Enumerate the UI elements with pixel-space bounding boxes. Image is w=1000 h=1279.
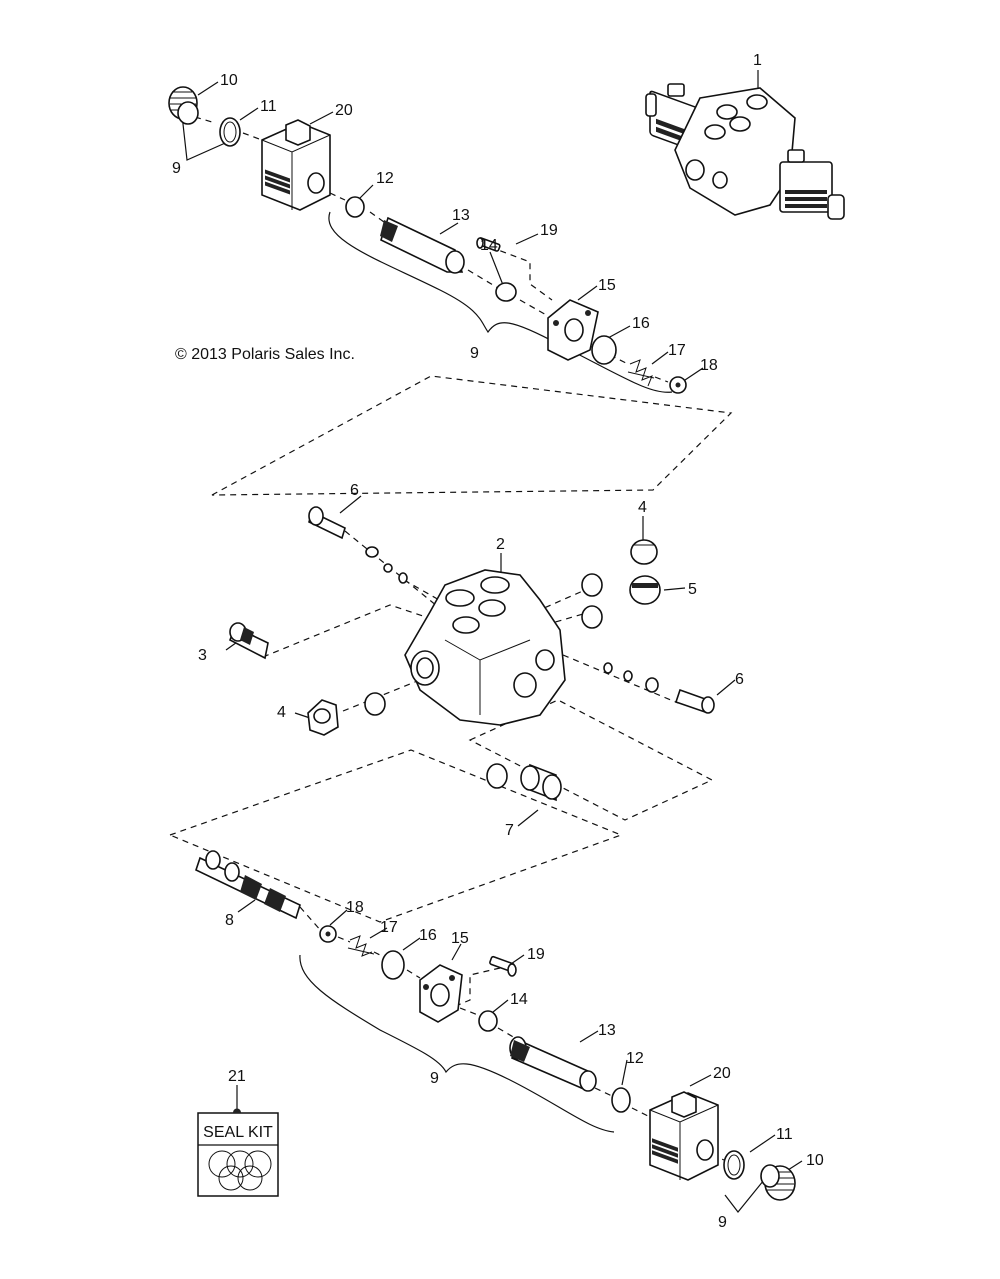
- o-ring-16-bottom: [381, 950, 405, 980]
- callout-10: 10: [220, 72, 238, 89]
- spring-17-top: [627, 359, 655, 387]
- solenoid-nut-10-bottom: [760, 1164, 796, 1201]
- plug-4-left: [307, 699, 339, 736]
- solenoid-coil-20-top: [261, 119, 331, 211]
- leader-lines: [181, 70, 803, 1213]
- spool-8: [195, 850, 301, 920]
- o-ring-12-bottom: [611, 1087, 631, 1113]
- cartridge-3: [228, 622, 269, 660]
- flange-15-bottom: [419, 964, 463, 1023]
- callout-19: 19: [527, 946, 545, 963]
- valve-assembly-complete: [645, 83, 845, 220]
- callout-14: 14: [510, 991, 528, 1008]
- callout-20: 20: [335, 102, 353, 119]
- callout-19: 19: [540, 222, 558, 239]
- seal-kit-label: SEAL KIT: [203, 1124, 273, 1141]
- callout-7: 7: [505, 822, 514, 839]
- callout-16: 16: [632, 315, 650, 332]
- seal-kit-rings-icon: [208, 1150, 272, 1191]
- callout-14: 14: [480, 237, 498, 254]
- solenoid-nut-10-top: [168, 86, 199, 125]
- seal-kit-box: SEAL KIT: [197, 1108, 279, 1197]
- copyright-notice: © 2013 Polaris Sales Inc.: [175, 346, 355, 363]
- callout-12: 12: [376, 170, 394, 187]
- callout-21: 21: [228, 1068, 246, 1085]
- screw-19-bottom: [489, 955, 517, 977]
- callout-10: 10: [806, 1152, 824, 1169]
- callout-6: 6: [735, 671, 744, 688]
- callout-18: 18: [346, 899, 364, 916]
- callout-13: 13: [598, 1022, 616, 1039]
- screw-19-top: [476, 237, 501, 252]
- callout-17: 17: [668, 342, 686, 359]
- solenoid-coil-20-bottom: [649, 1091, 719, 1181]
- callout-2: 2: [496, 536, 505, 553]
- callout-15: 15: [451, 930, 469, 947]
- valve-body-2: [404, 569, 566, 726]
- kit-braces: [299, 211, 673, 1133]
- callout-4: 4: [638, 499, 647, 516]
- assembly-dashed-outlines: [168, 375, 733, 923]
- callout-4: 4: [277, 704, 286, 721]
- callout-labels: 1 10 11 20 9 12 13 19 14 15 16 9 17 18 6…: [172, 52, 824, 1231]
- plug-4-right: [630, 539, 658, 565]
- callout-1: 1: [753, 52, 762, 69]
- spool-tube-13-top: [380, 216, 465, 274]
- o-ring-14-top: [495, 282, 517, 302]
- flange-15-top: [547, 299, 599, 361]
- callout-13: 13: [452, 207, 470, 224]
- callout-5: 5: [688, 581, 697, 598]
- callout-9: 9: [172, 160, 181, 177]
- bottom-solenoid-kit: [319, 925, 796, 1201]
- callout-11: 11: [260, 98, 277, 115]
- callout-9: 9: [430, 1070, 439, 1087]
- cap-7: [520, 763, 562, 802]
- plug-5: [629, 575, 661, 605]
- callout-6: 6: [350, 482, 359, 499]
- spool-tube-13-bottom: [509, 1036, 597, 1092]
- callout-17: 17: [380, 919, 398, 936]
- callout-8: 8: [225, 912, 234, 929]
- spring-17-bottom: [347, 935, 375, 957]
- o-ring-16-top: [591, 335, 617, 365]
- body-side-parts: [228, 506, 715, 802]
- o-ring-14-bottom: [478, 1010, 498, 1032]
- callout-12: 12: [626, 1050, 644, 1067]
- callout-11: 11: [776, 1126, 793, 1143]
- callout-9: 9: [718, 1214, 727, 1231]
- plunger-6-left: [308, 506, 346, 540]
- callout-15: 15: [598, 277, 616, 294]
- callout-18: 18: [700, 357, 718, 374]
- callout-16: 16: [419, 927, 437, 944]
- top-solenoid-kit: [168, 86, 687, 394]
- o-ring-12-top: [345, 196, 365, 218]
- callout-3: 3: [198, 647, 207, 664]
- plunger-6-right: [674, 688, 715, 714]
- callout-9: 9: [470, 345, 479, 362]
- callout-20: 20: [713, 1065, 731, 1082]
